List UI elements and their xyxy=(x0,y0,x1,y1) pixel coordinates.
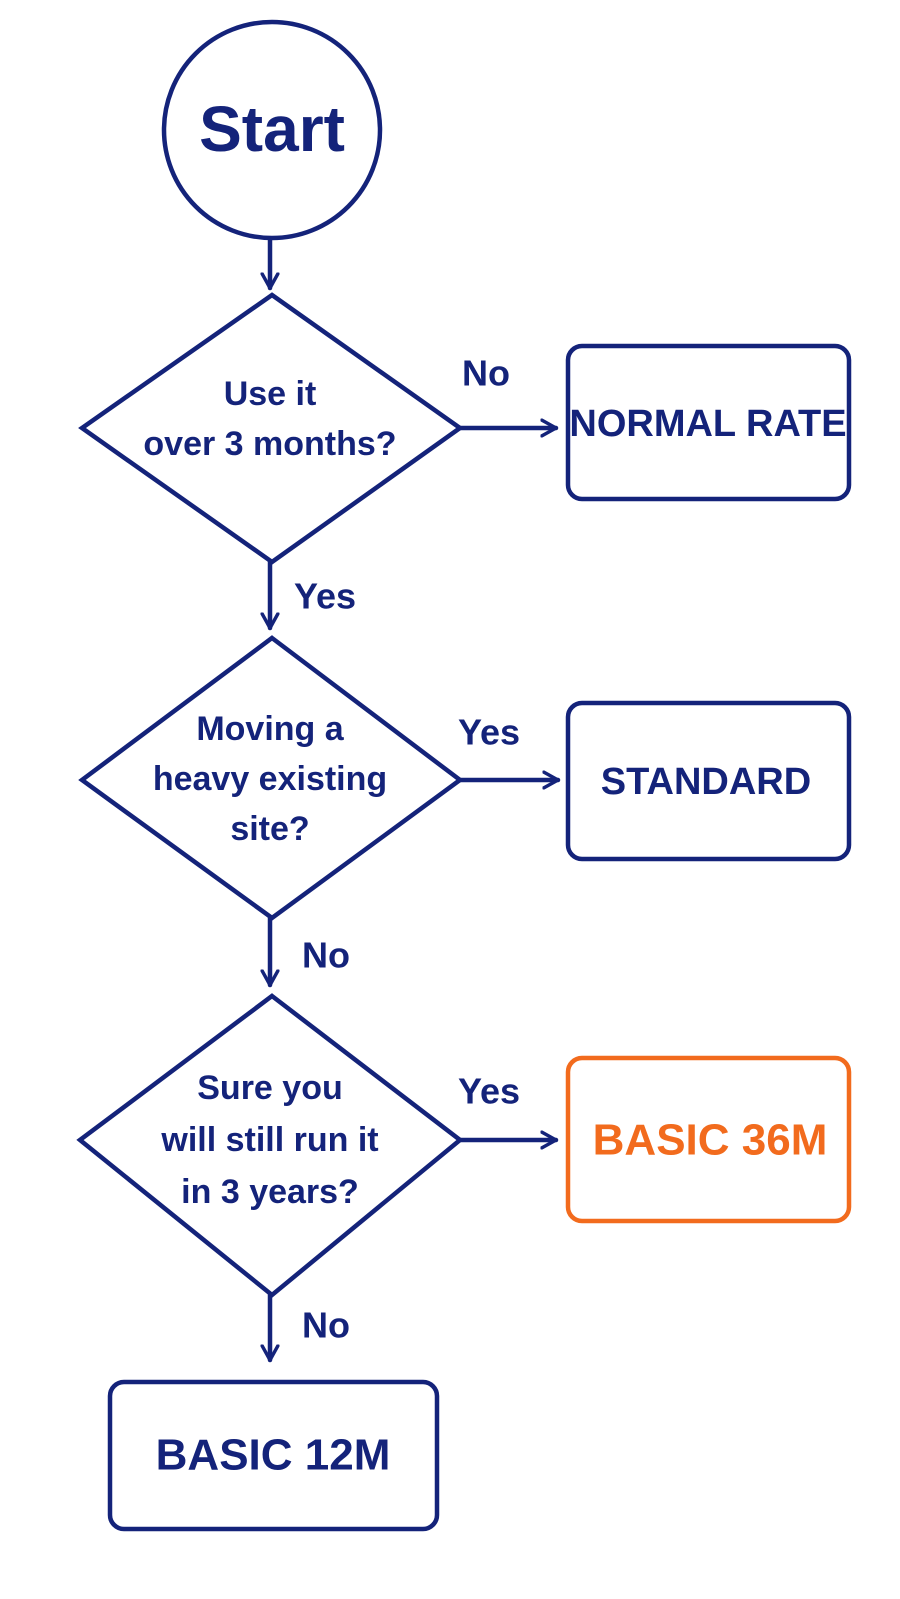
start-node xyxy=(161,19,383,241)
edge-label-decision-1-no: No xyxy=(462,353,510,394)
outcome-standard-label: STANDARD xyxy=(601,761,811,803)
decision-3-line-2: will still run it xyxy=(160,1121,378,1159)
decision-1-line-2: over 3 months? xyxy=(143,425,396,463)
outcome-basic-36m-label: BASIC 36M xyxy=(593,1116,828,1165)
edge-label-decision-3-no: No xyxy=(302,1305,350,1346)
decision-2-line-1: Moving a xyxy=(196,710,344,748)
outcome-basic-36m-box xyxy=(565,1055,852,1224)
edge-label-decision-2-no: No xyxy=(302,935,350,976)
edge-label-decision-3-yes: Yes xyxy=(458,1071,520,1112)
decision-3-line-3: in 3 years? xyxy=(181,1173,359,1211)
outcome-basic-12m-box xyxy=(107,1379,440,1532)
decision-2-line-2: heavy existing xyxy=(153,760,387,798)
start-label: Start xyxy=(199,93,345,165)
outcome-normal-rate-label: NORMAL RATE xyxy=(569,403,846,445)
outcome-normal-rate-box xyxy=(565,343,852,502)
decision-1-line-1: Use it xyxy=(224,375,317,413)
decision-3-line-1: Sure you xyxy=(197,1069,342,1107)
outcome-standard-box xyxy=(565,700,852,862)
edge-label-decision-2-yes: Yes xyxy=(458,712,520,753)
edge-label-decision-1-yes: Yes xyxy=(294,576,356,617)
decision-2-line-3: site? xyxy=(230,810,309,848)
outcome-basic-12m-label: BASIC 12M xyxy=(156,1431,391,1480)
